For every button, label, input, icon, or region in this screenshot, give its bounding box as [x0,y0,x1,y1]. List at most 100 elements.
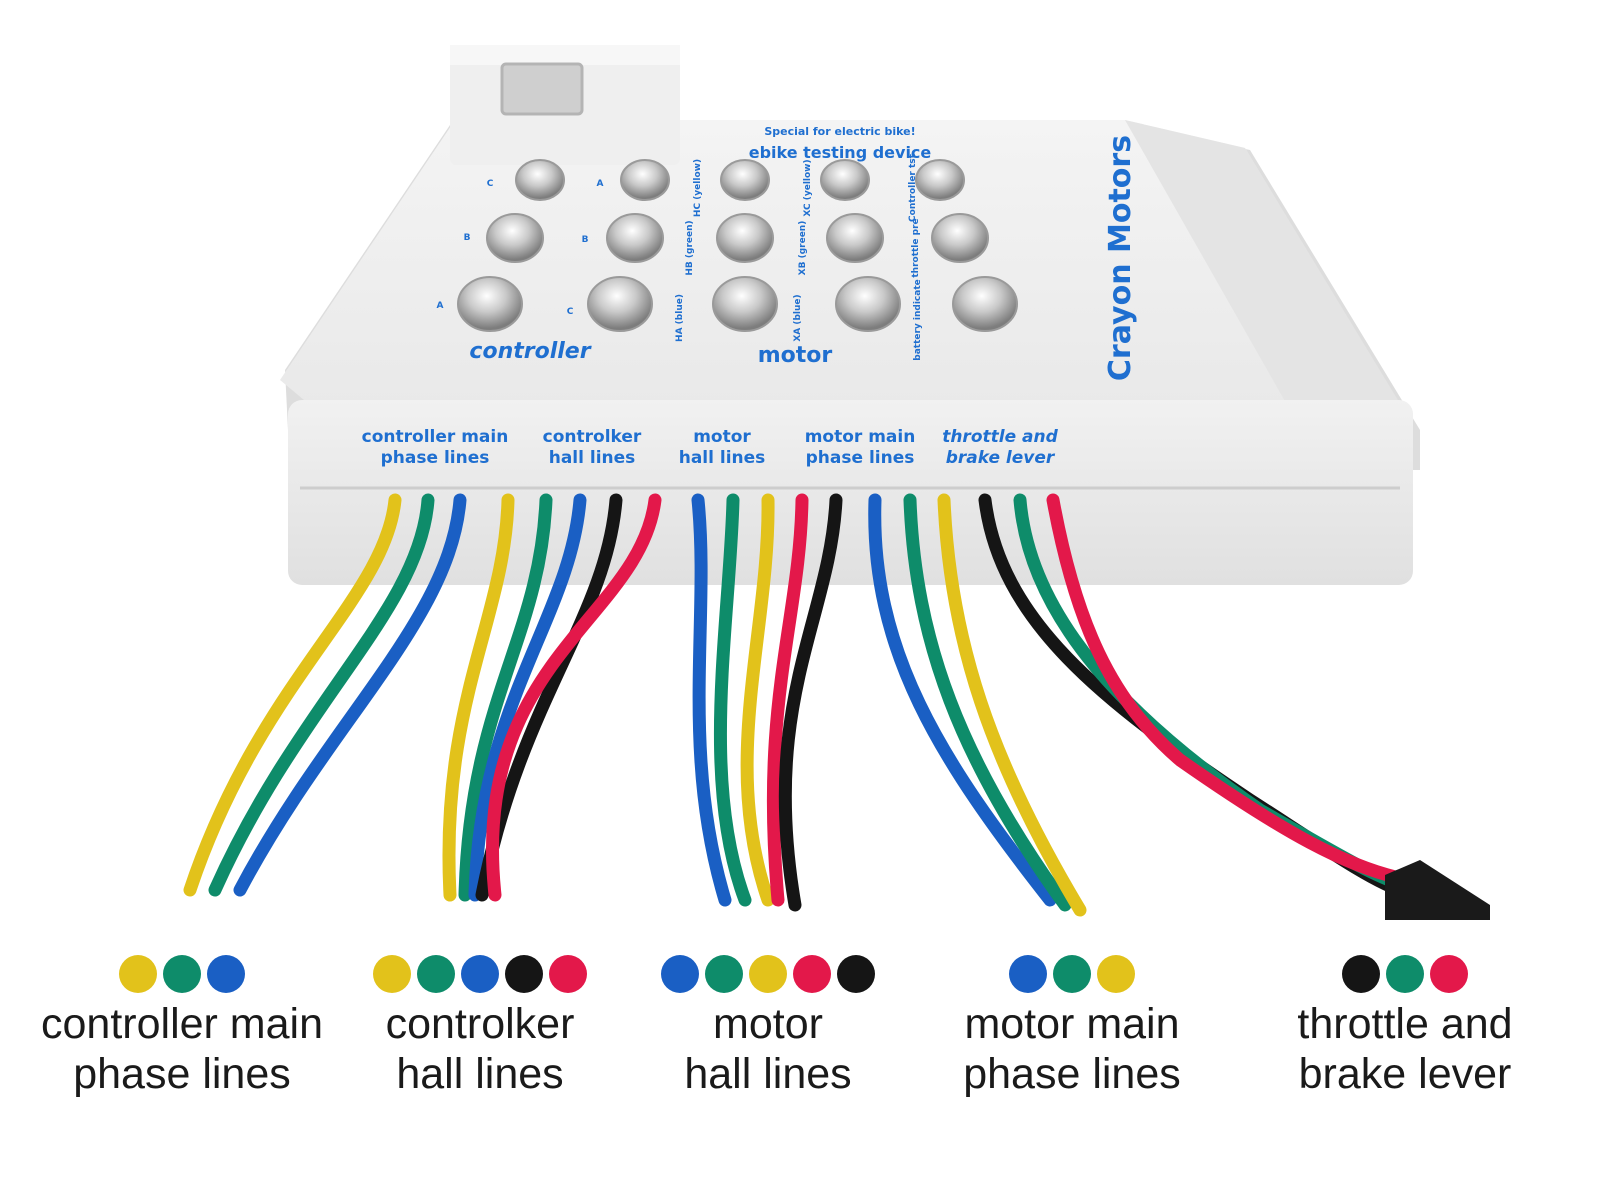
section-motor-label: motor [758,343,833,368]
color-dot [163,955,201,993]
led-label: C [487,179,494,189]
color-dot [1430,955,1468,993]
led [620,159,670,201]
led-label: Controller tst [908,153,918,222]
wire-yellow [740,493,775,907]
port-label: hall lines [549,448,636,468]
color-dots [2,955,362,993]
led [720,159,770,201]
legend-label-line1: motor [713,1000,823,1048]
color-dots [588,955,948,993]
color-dot [705,955,743,993]
port-label: motor main [805,427,916,447]
led [931,213,989,263]
wire-yellow [937,493,1087,917]
led-label: HC (yellow) [693,159,703,217]
led [515,159,565,201]
device-tagline: Special for electric bike! [764,125,915,138]
port-label: brake lever [946,448,1056,468]
led-label: XA (blue) [793,294,803,341]
port-label: phase lines [381,448,490,468]
wire-red [766,493,809,907]
led-label: C [567,307,574,317]
led-label: A [597,179,604,189]
led [486,213,544,263]
port-label-group: controller main phase lines controlker h… [362,427,1059,468]
led-label-group: A B C C B A HA (blue) HB (green) HC (yel… [437,153,923,360]
color-dot [1386,955,1424,993]
port-label: controlker [543,427,642,447]
legend-label-line2: hall lines [396,1050,564,1098]
led [820,159,870,201]
legend-label-line2: hall lines [684,1050,852,1098]
usb-port [500,62,584,116]
legend-controller-main-phase: controller main phase lines [2,955,362,1099]
color-dot [1342,955,1380,993]
led-label: HA (blue) [675,294,685,342]
led [915,159,965,201]
legend-label-line2: phase lines [963,1050,1181,1098]
section-controller-label: controller [469,339,591,364]
color-dots [300,955,660,993]
color-dot [1097,955,1135,993]
wire-green [713,493,752,907]
port-label: phase lines [806,448,915,468]
legend-throttle-brake: throttle and brake lever [1225,955,1585,1099]
color-dot [207,955,245,993]
color-dot [461,955,499,993]
led [712,276,778,332]
color-dot [119,955,157,993]
wire-blue [691,493,732,907]
color-dot [417,955,455,993]
color-dot [749,955,787,993]
led-label: A [437,301,444,311]
port-label: hall lines [679,448,766,468]
color-dots [1225,955,1585,993]
wire-red [486,493,662,902]
led-label: throttle pre [911,218,921,277]
wire-green [208,493,435,897]
port-label: controller main [362,427,509,447]
color-dot [549,955,587,993]
led [826,213,884,263]
brand-label: Crayon Motors [1103,135,1138,381]
wire-red [1046,493,1417,887]
legend-motor-main-phase: motor main phase lines [892,955,1252,1099]
led [952,276,1018,332]
throttle-connector [1385,860,1490,920]
color-dot [837,955,875,993]
led [606,213,664,263]
port-label: throttle and [942,427,1058,447]
color-dot [661,955,699,993]
wire-yellow [183,493,402,897]
led [587,276,653,332]
color-dot [1009,955,1047,993]
legend-label-line1: controlker [385,1000,575,1048]
legend-label-line1: controller main [41,1000,323,1048]
color-dot [793,955,831,993]
right-bevel [1125,120,1410,420]
legend-controller-hall: controlker hall lines [300,955,660,1099]
led [835,276,901,332]
wire-blue [233,493,467,897]
color-dot [1053,955,1091,993]
led-label: HB (green) [685,220,695,275]
wire-green [903,493,1072,912]
color-dot [505,955,543,993]
legend-label-line1: throttle and [1297,1000,1513,1048]
wire-green [458,493,553,902]
wire-blue [468,493,587,902]
legend-label-line2: brake lever [1298,1050,1512,1098]
wire-black [778,493,843,912]
legend-motor-hall: motor hall lines [588,955,948,1099]
led-grid [457,159,1018,332]
led-label: B [464,233,471,243]
led [716,213,774,263]
led-label: XC (yellow) [803,159,813,216]
wire-yellow [442,493,515,902]
legend-label-line1: motor main [964,1000,1180,1048]
port-label: motor [693,427,751,447]
wire-bundle [183,493,1490,920]
led [457,276,523,332]
